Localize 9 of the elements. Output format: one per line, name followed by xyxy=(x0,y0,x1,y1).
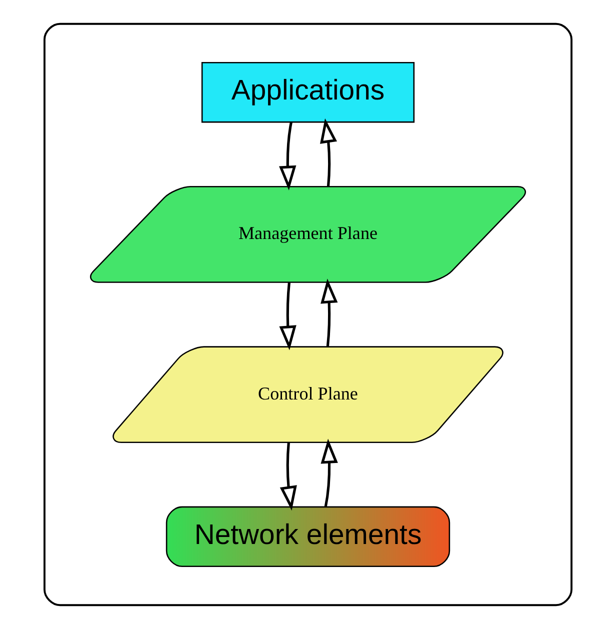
node-box: Applications xyxy=(200,62,414,123)
arrow xyxy=(320,438,338,507)
node-box: Network elements xyxy=(165,506,450,568)
arrow xyxy=(320,118,337,187)
arrow xyxy=(320,278,338,346)
cluster xyxy=(43,22,572,606)
arrow xyxy=(278,282,296,350)
arrow xyxy=(278,122,296,190)
arrow xyxy=(279,442,296,511)
